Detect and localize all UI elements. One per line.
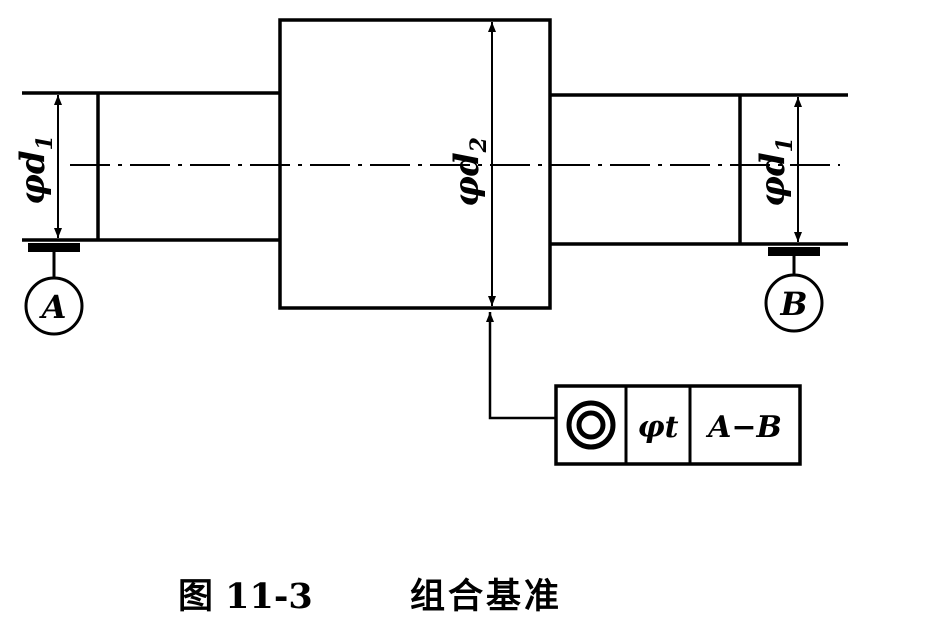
central-body xyxy=(278,18,552,310)
datum-a-symbol: A xyxy=(24,243,84,336)
datum-a-label: A xyxy=(39,288,67,326)
datum-b-symbol: B xyxy=(764,247,824,333)
technical-drawing: φd1 φd2 φd1 A B φt A−B xyxy=(13,18,848,466)
feature-control-frame: φt A−B xyxy=(554,384,802,466)
left-shaft xyxy=(22,91,280,242)
right-diameter-label: φd1 xyxy=(753,137,798,207)
figure-title: 组合基准 xyxy=(410,576,563,617)
datum-b-label: B xyxy=(779,285,807,323)
left-diameter-label: φd1 xyxy=(13,135,58,205)
tolerance-value: φt xyxy=(637,410,678,445)
leader-line xyxy=(486,312,556,420)
datum-reference: A−B xyxy=(705,410,782,445)
center-diameter-label: φd2 xyxy=(447,137,492,207)
figure-caption: 图 11-3 组合基准 xyxy=(0,568,946,632)
figure-number: 图 11-3 xyxy=(178,576,313,617)
concentricity-icon xyxy=(566,400,616,450)
right-shaft xyxy=(550,93,848,246)
